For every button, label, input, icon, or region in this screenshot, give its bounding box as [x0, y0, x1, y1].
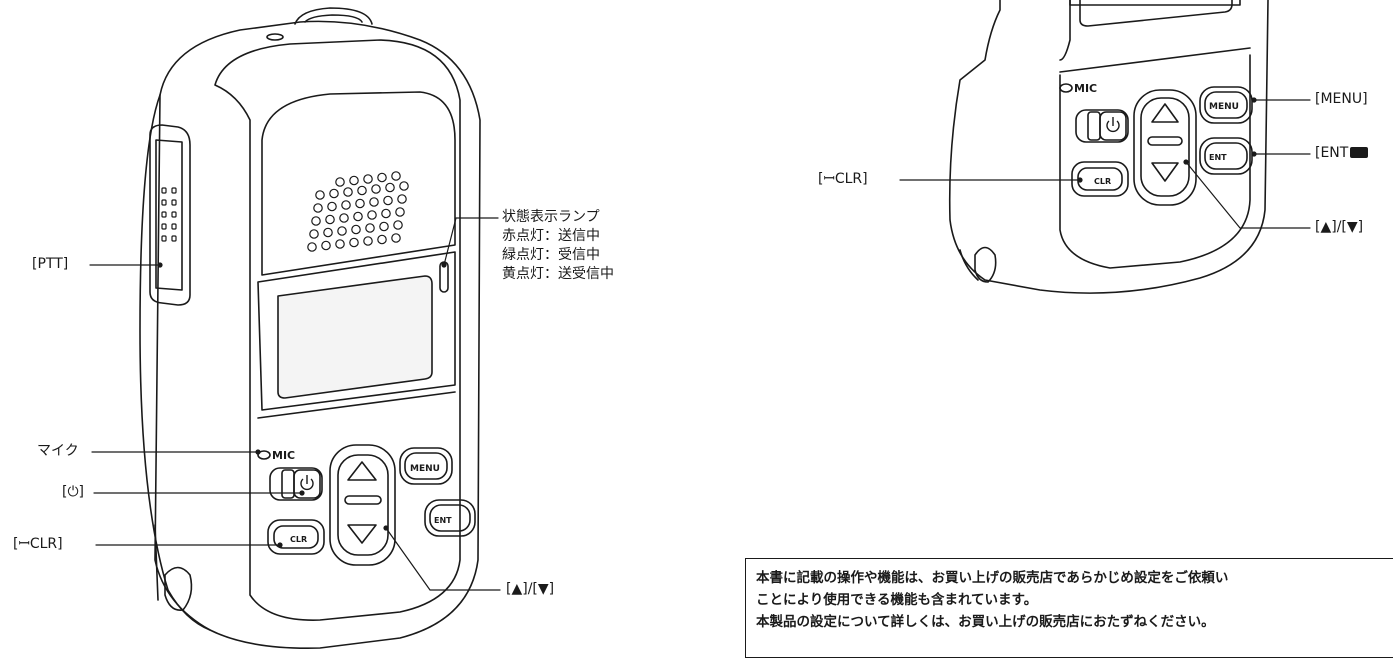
right-ent-text: ENT [1209, 153, 1227, 162]
speaker-hole [309, 229, 319, 239]
speaker-hole [377, 234, 387, 245]
notice-line-2: ことにより使用できる機能も含まれています。 [756, 592, 1038, 608]
left-ent-text: ENT [434, 516, 452, 525]
speaker-hole [377, 172, 387, 183]
label-power: [⏻] [62, 484, 84, 500]
speaker-hole [365, 223, 375, 233]
ptt-grip-dot [171, 199, 177, 206]
speaker-hole [393, 220, 403, 230]
speaker-hole [349, 175, 359, 186]
speaker-hole [391, 171, 401, 181]
ptt-grip-dot [171, 211, 177, 218]
right-mic-text: MIC [1074, 82, 1097, 95]
notice-box: 本書に記載の操作や機能は、お買い上げの販売店であらかじめ設定をご依頼い ことによ… [745, 558, 1393, 658]
speaker-hole [355, 198, 365, 209]
right-power-icon [1106, 120, 1120, 133]
speaker-hole [357, 185, 367, 196]
right-leader-lines [899, 97, 1311, 229]
label-updown-right: [▲]/[▼] [1315, 219, 1364, 235]
lamp-line-red: 赤点灯：送信中 [502, 228, 600, 244]
speaker-hole [321, 240, 331, 251]
right-radio-body [948, 0, 1269, 294]
speaker-hole [349, 237, 359, 248]
ptt-grip-dot [161, 187, 167, 194]
left-power-icon [300, 478, 314, 491]
speaker-hole [343, 187, 353, 197]
label-menu: [MENU] [1315, 91, 1368, 107]
speaker-hole [363, 174, 373, 184]
left-ptt-grip [161, 187, 177, 242]
speaker-hole [341, 200, 351, 210]
right-menu-text: MENU [1209, 102, 1239, 112]
speaker-hole [371, 184, 381, 194]
speaker-hole [335, 177, 345, 187]
speaker-hole [313, 203, 323, 213]
label-ent: [ENT [1315, 145, 1369, 162]
speaker-hole [307, 242, 317, 252]
lamp-description: 状態表示ランプ 赤点灯：送信中 緑点灯：受信中 黄点灯：送受信中 [502, 208, 614, 284]
speaker-hole [329, 188, 339, 199]
label-ptt: [PTT] [32, 256, 69, 272]
label-ent-text: [ENT [1315, 145, 1349, 161]
ent-key-icon [1350, 147, 1369, 158]
speaker-hole [315, 190, 325, 200]
lamp-title: 状態表示ランプ [502, 209, 600, 225]
label-clr-right: [ꟷCLR] [818, 171, 868, 187]
speaker-hole [395, 207, 405, 217]
lamp-line-yellow: 黄点灯：送受信中 [502, 266, 614, 282]
speaker-hole [367, 210, 377, 220]
right-clr-text: CLR [1094, 177, 1111, 186]
lamp-line-green: 緑点灯：受信中 [502, 247, 600, 263]
ptt-grip-dot [171, 223, 177, 230]
left-leader-lines [89, 217, 501, 591]
speaker-hole [323, 227, 333, 238]
ptt-grip-dot [161, 199, 167, 206]
ptt-grip-dot [171, 187, 177, 194]
speaker-hole [369, 197, 379, 207]
label-updown-left: [▲]/[▼] [506, 581, 555, 597]
speaker-hole [379, 221, 389, 232]
speaker-hole [339, 213, 349, 223]
notice-line-1: 本書に記載の操作や機能は、お買い上げの販売店であらかじめ設定をご依頼い [756, 570, 1229, 586]
ptt-grip-dot [171, 235, 177, 242]
speaker-hole [385, 182, 395, 193]
speaker-hole [337, 226, 347, 236]
speaker-hole [397, 194, 407, 204]
speaker-hole [335, 239, 345, 249]
speaker-hole [351, 224, 361, 235]
speaker-hole [381, 208, 391, 219]
left-speaker-grille [307, 171, 409, 252]
speaker-hole [311, 216, 321, 226]
speaker-hole [399, 181, 409, 191]
label-clr-left: [ꟷCLR] [13, 536, 63, 552]
speaker-hole [383, 195, 393, 206]
notice-line-3: 本製品の設定について詳しくは、お買い上げの販売店におたずねください。 [756, 614, 1215, 630]
left-mic-text: MIC [272, 449, 295, 462]
label-mic: マイク [37, 443, 79, 459]
ptt-grip-dot [161, 223, 167, 230]
left-radio-body [139, 7, 481, 649]
left-menu-text: MENU [410, 464, 440, 474]
left-clr-text: CLR [290, 535, 307, 544]
speaker-hole [391, 233, 401, 243]
speaker-hole [325, 214, 335, 225]
speaker-hole [327, 201, 337, 212]
speaker-hole [353, 211, 363, 222]
ptt-grip-dot [161, 211, 167, 218]
ptt-grip-dot [161, 235, 167, 242]
speaker-hole [363, 236, 373, 246]
